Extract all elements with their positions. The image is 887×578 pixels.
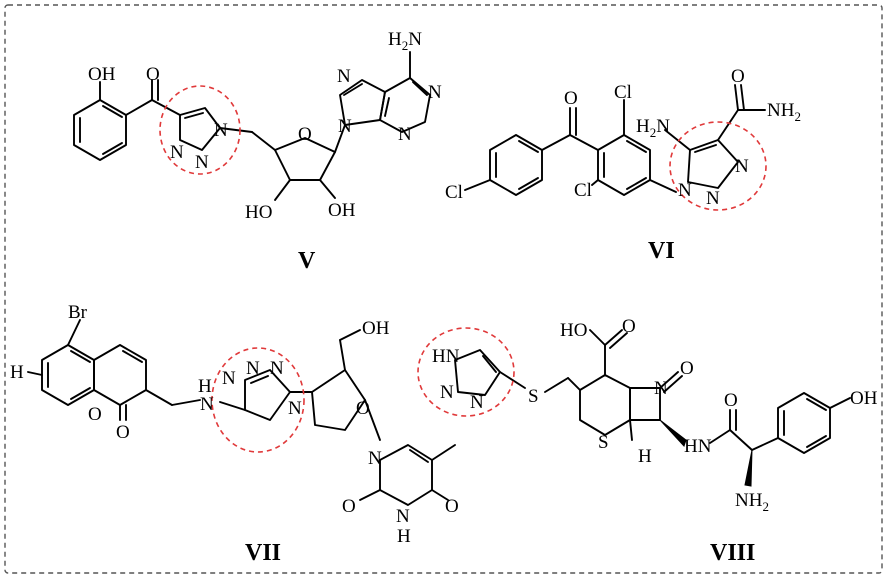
atom-label: N	[270, 358, 284, 379]
atom-label: N	[654, 378, 668, 399]
atom-label: O	[445, 496, 459, 517]
compound-label-vii: VII	[245, 540, 281, 566]
atom-label: N	[214, 120, 228, 141]
triazole-highlight-viii	[417, 327, 515, 417]
atom-label: Cl	[445, 182, 463, 203]
atom-label: N	[338, 116, 352, 137]
atom-label: N	[678, 180, 692, 201]
atom-label: N	[735, 156, 749, 177]
atom-label: Br	[68, 302, 88, 323]
atom-label: OH	[850, 388, 878, 409]
atom-label: N	[337, 66, 351, 87]
atom-label: O	[731, 66, 745, 87]
atom-label: N	[428, 82, 442, 103]
atom-label: O	[298, 124, 312, 145]
compound-label-viii: VIII	[710, 540, 755, 566]
atom-label: Cl	[574, 180, 592, 201]
dashed-frame	[4, 4, 883, 574]
atom-label: O	[146, 64, 160, 85]
atom-label: NH2	[767, 100, 801, 124]
atom-label: O	[356, 398, 370, 419]
atom-label: N	[706, 188, 720, 209]
atom-label: OH	[362, 318, 390, 339]
atom-label: N	[398, 124, 412, 145]
atom-label: N	[396, 506, 410, 527]
compound-viii: HN N N S HO O N O S H HN O OH NH2 VIII	[417, 316, 878, 566]
compound-vi: O Cl Cl Cl H2N O NH2 N N N VI	[445, 66, 801, 264]
atom-label: O	[88, 404, 102, 425]
atom-label: N	[440, 382, 454, 403]
atom-label: N	[368, 448, 382, 469]
triazole-highlight-vi	[669, 121, 767, 211]
atom-label: O	[342, 496, 356, 517]
compound-label-v: V	[298, 248, 316, 274]
atom-label: N	[288, 398, 302, 419]
atom-label: H2N	[636, 116, 670, 140]
atom-label: O	[116, 422, 130, 443]
atom-label: Cl	[614, 82, 632, 103]
atom-label: HN	[432, 346, 460, 367]
atom-label: H	[10, 362, 24, 383]
atom-label: N	[246, 358, 260, 379]
compound-label-vi: VI	[648, 238, 675, 264]
atom-label: H2N	[388, 29, 422, 53]
atom-label: N	[222, 368, 236, 389]
atom-label: H	[397, 526, 411, 547]
atom-label: HO	[245, 202, 272, 223]
compound-vii: Br H O O H N N N N N OH O N O O N H VII	[10, 302, 459, 566]
compound-v: OH O N N N O HO OH H2N N N N N V	[73, 29, 442, 274]
atom-label: HO	[560, 320, 587, 341]
atom-label: HN	[684, 436, 712, 457]
atom-label: S	[598, 432, 609, 453]
atom-label: H	[638, 446, 652, 467]
triazole-highlight-vii	[211, 347, 305, 453]
atom-label: O	[564, 88, 578, 109]
atom-label: O	[680, 358, 694, 379]
atom-label: N	[195, 152, 209, 173]
atom-label: OH	[88, 64, 116, 85]
atom-label: NH2	[735, 490, 769, 514]
atom-label: S	[528, 386, 539, 407]
atom-label: N	[170, 142, 184, 163]
atom-label: N	[200, 394, 214, 415]
atom-label: OH	[328, 200, 356, 221]
atom-label: O	[622, 316, 636, 337]
atom-label: O	[724, 390, 738, 411]
atom-label: H	[198, 376, 212, 397]
atom-label: N	[470, 392, 484, 413]
triazole-highlight-v	[159, 85, 241, 175]
